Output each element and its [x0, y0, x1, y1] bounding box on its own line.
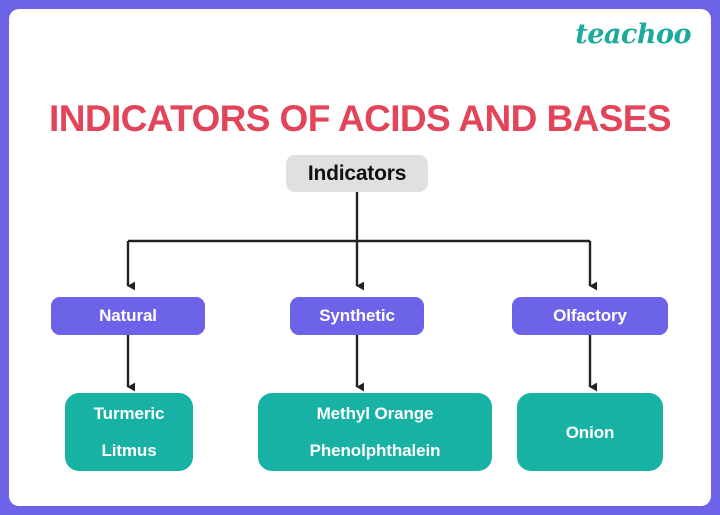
leaf-item-phenolphthalein: Phenolphthalein: [309, 441, 441, 460]
node-olfactory-items[interactable]: Onion: [517, 393, 663, 471]
poster-card: teachoo INDICATORS OF ACIDS AND BASES: [9, 9, 711, 506]
page-title: INDICATORS OF ACIDS AND BASES: [49, 97, 672, 139]
node-natural-label: Natural: [99, 306, 157, 325]
node-natural-items[interactable]: Turmeric Litmus: [65, 393, 193, 471]
node-natural[interactable]: Natural: [51, 297, 205, 335]
teachoo-logo: teachoo: [575, 19, 691, 50]
leaf-item-turmeric: Turmeric: [93, 404, 165, 423]
leaf-item-methyl-orange: Methyl Orange: [316, 404, 434, 423]
node-synthetic[interactable]: Synthetic: [290, 297, 424, 335]
indicators-tree-diagram: Indicators Natural Synthetic Olfactory T…: [9, 9, 711, 506]
node-olfactory-label: Olfactory: [553, 306, 627, 325]
node-synthetic-items[interactable]: Methyl Orange Phenolphthalein: [258, 393, 492, 471]
node-indicators-label: Indicators: [307, 161, 407, 185]
leaf-item-litmus: Litmus: [101, 441, 157, 460]
node-synthetic-label: Synthetic: [319, 306, 395, 325]
node-olfactory[interactable]: Olfactory: [512, 297, 668, 335]
leaf-item-onion: Onion: [565, 422, 615, 442]
node-indicators[interactable]: Indicators: [286, 155, 428, 192]
